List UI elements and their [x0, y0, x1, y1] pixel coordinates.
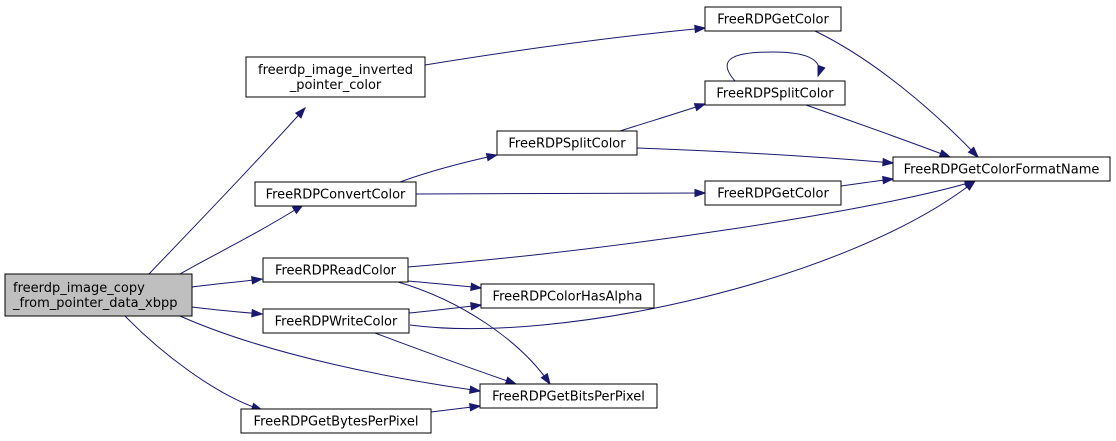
node-label-getcolor-top-0: FreeRDPGetColor — [717, 13, 829, 28]
edge-inverted-to-getcolor_top — [424, 24, 707, 66]
edge-readcolor-to-hasalpha — [407, 280, 483, 292]
edge-readcolor-to-bitsperpixel — [397, 281, 551, 386]
node-convertcolor[interactable]: FreeRDPConvertColor — [254, 181, 417, 207]
edge-root-to-convertcolor — [179, 204, 305, 275]
edge-writecolor-to-formatname — [409, 180, 977, 330]
edge-root-to-readcolor — [191, 276, 264, 288]
edge-getcolor_top-to-formatname — [814, 30, 980, 159]
node-formatname[interactable]: FreeRDPGetColorFormatName — [892, 156, 1111, 182]
node-label-bytesperpixel-0: FreeRDPGetBytesPerPixel — [254, 415, 419, 430]
edge-convertcolor-to-getcolor_mid — [415, 188, 707, 198]
edge-splitcolor_a-to-splitcolor_b — [619, 103, 707, 132]
node-bytesperpixel[interactable]: FreeRDPGetBytesPerPixel — [240, 408, 432, 434]
node-bitsperpixel[interactable]: FreeRDPGetBitsPerPixel — [479, 383, 658, 409]
edge-convertcolor-to-splitcolor_a — [399, 153, 499, 183]
node-inverted[interactable]: freerdp_image_inverted_pointer_color — [245, 56, 426, 98]
edge-root-to-writecolor — [191, 306, 264, 318]
node-writecolor[interactable]: FreeRDPWriteColor — [262, 308, 410, 334]
node-label-splitcolor-a-0: FreeRDPSplitColor — [508, 137, 626, 152]
edge-bytesperpixel-to-bitsperpixel — [430, 402, 482, 413]
node-label-root-0: freerdp_image_copy — [13, 281, 145, 296]
node-label-getcolor-mid-0: FreeRDPGetColor — [717, 187, 829, 202]
node-label-formatname-0: FreeRDPGetColorFormatName — [904, 163, 1100, 178]
node-label-hasalpha-0: FreeRDPColorHasAlpha — [493, 290, 643, 305]
node-label-bitsperpixel-0: FreeRDPGetBitsPerPixel — [492, 390, 645, 405]
edge-splitcolor_b-to-splitcolor_b — [726, 51, 826, 82]
node-label-inverted-0: freerdp_image_inverted — [258, 63, 413, 78]
edge-writecolor-to-hasalpha — [408, 301, 483, 314]
node-getcolor-top[interactable]: FreeRDPGetColor — [704, 6, 842, 32]
node-getcolor-mid[interactable]: FreeRDPGetColor — [704, 180, 842, 206]
node-label-splitcolor-b-0: FreeRDPSplitColor — [716, 87, 834, 102]
node-hasalpha[interactable]: FreeRDPColorHasAlpha — [480, 283, 655, 309]
node-label-inverted-1: _pointer_color — [289, 78, 382, 93]
edge-root-to-bytesperpixel — [124, 315, 264, 411]
node-readcolor[interactable]: FreeRDPReadColor — [262, 257, 409, 283]
node-splitcolor-b[interactable]: FreeRDPSplitColor — [704, 80, 846, 106]
edge-writecolor-to-bitsperpixel — [374, 332, 518, 385]
edge-root-to-inverted — [147, 106, 306, 276]
node-splitcolor-a[interactable]: FreeRDPSplitColor — [496, 130, 638, 156]
node-label-convertcolor-0: FreeRDPConvertColor — [266, 188, 406, 203]
edge-splitcolor_a-to-formatname — [636, 147, 895, 167]
edge-splitcolor_b-to-formatname — [805, 104, 952, 158]
edge-root-to-bitsperpixel — [179, 315, 482, 394]
node-label-writecolor-0: FreeRDPWriteColor — [275, 315, 398, 330]
node-root[interactable]: freerdp_image_copy_from_pointer_data_xbp… — [4, 273, 193, 317]
node-label-readcolor-0: FreeRDPReadColor — [275, 264, 397, 279]
edge-getcolor_mid-to-formatname — [840, 175, 895, 187]
node-label-root-1: _from_pointer_data_xbpp — [12, 296, 177, 311]
